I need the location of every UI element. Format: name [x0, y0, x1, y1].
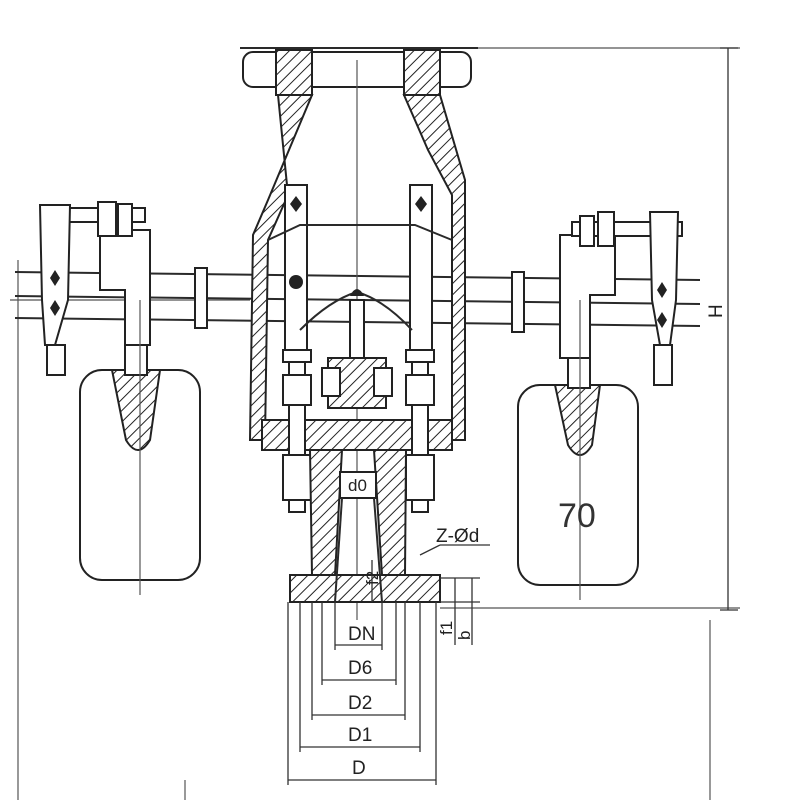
- nozzle-body: [289, 449, 441, 603]
- label-d1: D1: [348, 725, 372, 746]
- dimension-lines: [287, 47, 738, 785]
- bolts: [282, 349, 435, 513]
- guide-rods: [267, 184, 453, 356]
- label-weight: 70: [558, 497, 596, 535]
- label-d2: D2: [348, 693, 372, 714]
- label-d6: D6: [348, 658, 372, 679]
- right-weight: [517, 211, 683, 600]
- left-weight: [38, 201, 201, 595]
- label-z-od: Z-Ød: [436, 526, 479, 547]
- label-b: b: [455, 631, 474, 640]
- label-d0: d0: [348, 476, 367, 495]
- disc-assembly: [261, 299, 453, 451]
- label-f1: f1: [437, 621, 456, 635]
- label-f2: f2: [363, 571, 382, 585]
- label-h: H: [706, 304, 727, 318]
- label-d: D: [352, 758, 366, 779]
- dimension-labels: d0 Z-Ød f2 f1 b DN D6 D2 D1 D H 70: [348, 304, 727, 779]
- top-flange: [240, 47, 478, 441]
- label-dn: DN: [348, 624, 375, 645]
